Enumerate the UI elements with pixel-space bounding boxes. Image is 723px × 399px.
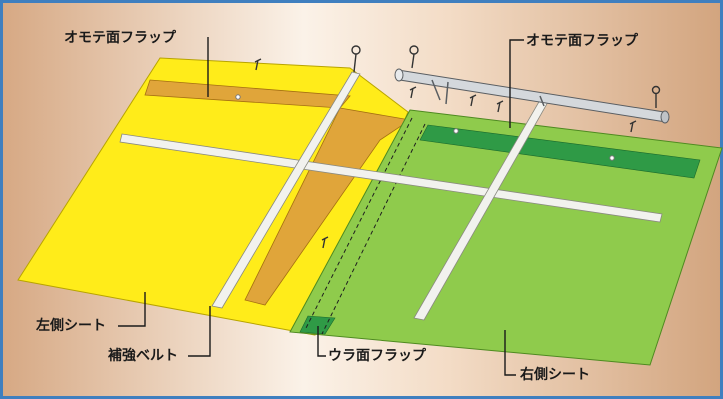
label-back-flap: ウラ面フラップ — [328, 348, 426, 364]
seam-line-1 — [304, 117, 413, 331]
label-reinforcing-belt: 補強ベルト — [108, 348, 178, 364]
grommets — [235, 94, 615, 161]
seam-line-2 — [321, 123, 426, 335]
leader-lines — [118, 37, 524, 376]
ring-markers — [351, 45, 661, 108]
left-flap-side — [244, 107, 412, 306]
label-right-sheet: 右側シート — [520, 367, 590, 383]
label-front-flap-right: オモテ面フラップ — [526, 33, 638, 49]
pipe-assembly — [394, 68, 670, 124]
front-flap-strip — [419, 124, 701, 179]
right-sheet — [289, 109, 723, 366]
label-left-sheet: 左側シート — [36, 318, 106, 334]
label-front-flap-left: オモテ面フラップ — [64, 30, 176, 46]
back-flap-strip — [299, 315, 336, 335]
belt-horizontal — [119, 133, 663, 223]
belt-left-vertical — [211, 71, 361, 309]
pegs — [254, 58, 637, 249]
